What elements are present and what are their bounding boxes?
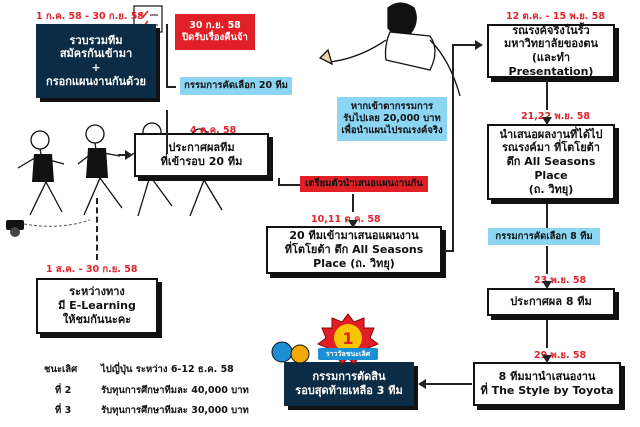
connector-line bbox=[166, 86, 176, 88]
prize-rank-2: ที่ 2 bbox=[55, 385, 72, 396]
tag-prepare: เตรียมตัวนำเสนอแผนงานกัน bbox=[300, 176, 428, 192]
badge-number: 1 bbox=[342, 329, 353, 348]
arrow-down bbox=[348, 220, 358, 228]
arrow-down bbox=[542, 117, 552, 125]
step-register: รวบรวมทีม สมัครกันเข้ามา + กรอกแผนงานกัน… bbox=[36, 24, 156, 98]
date-elearning: 1 ส.ค. - 30 ก.ย. 58 bbox=[46, 264, 138, 275]
connector-line bbox=[452, 44, 476, 46]
connector-line bbox=[166, 110, 168, 154]
prize-rank-1: ชนะเลิศ bbox=[44, 364, 78, 375]
connector-line bbox=[352, 194, 354, 212]
step-final-judging: กรรมการตัดสิน รอบสุดท้ายเหลือ 3 ทีม bbox=[284, 362, 414, 406]
step-present-results: นำเสนอผลงานที่ได้ไป รณรงค์มา ที่โตโยต้า … bbox=[487, 124, 615, 200]
date-announce-8: 23 พ.ย. 58 bbox=[534, 275, 587, 286]
connector-line bbox=[166, 24, 168, 86]
presenter-woman-illustration bbox=[318, 2, 461, 97]
connector-line bbox=[444, 250, 454, 252]
mascot-icon bbox=[271, 341, 310, 364]
dashed-connector bbox=[96, 198, 98, 260]
connector-line bbox=[546, 320, 548, 348]
step-present-20: 20 ทีมเข้ามาเสนอแผนงาน ที่โตโยต้า ตึก Al… bbox=[266, 226, 442, 274]
prize-detail-2: รับทุนการศึกษาทีมละ 40,000 บาท bbox=[101, 385, 249, 396]
tag-select-8: กรรมการคัดเลือก 8 ทีม bbox=[488, 228, 600, 245]
tag-select-20: กรรมการคัดเลือก 20 ทีม bbox=[180, 77, 292, 95]
prize-detail-1: ไปญี่ปุ่น ระหว่าง 6-12 ธ.ค. 58 bbox=[101, 364, 234, 375]
date-final: 29 พ.ย. 58 bbox=[534, 350, 587, 361]
date-campaign: 12 ต.ค. - 15 พ.ย. 58 bbox=[506, 11, 605, 22]
connector-line bbox=[424, 383, 472, 385]
prize-rank-3: ที่ 3 bbox=[55, 405, 72, 416]
arrow-down bbox=[542, 355, 552, 363]
date-registration: 1 ก.ค. 58 - 30 ก.ย. 58 bbox=[36, 11, 144, 22]
step-final-present: 8 ทีมมานำเสนองาน ที่ The Style by Toyota bbox=[473, 362, 621, 406]
tag-funding: หากเข้าตากรรมการ รับไปเลย 20,000 บาท เพื… bbox=[337, 97, 447, 141]
connector-line bbox=[278, 184, 300, 186]
date-present-20: 10,11 ต.ค. 58 bbox=[311, 214, 381, 225]
step-announce-8: ประกาศผล 8 ทีม bbox=[487, 288, 615, 316]
badge-label: ราววัลชนะเลิศ bbox=[318, 348, 378, 360]
date-announce-20: 4 ต.ค. 58 bbox=[190, 125, 237, 136]
tag-deadline: 30 ก.ย. 58 ปิดรับเรื่องคืนจ้า bbox=[175, 14, 255, 50]
arrow-right bbox=[475, 40, 483, 50]
arrow-right bbox=[125, 150, 133, 160]
connector-line bbox=[118, 154, 126, 156]
connector-line bbox=[278, 178, 280, 186]
arrow-left bbox=[418, 379, 426, 389]
connector-line bbox=[546, 80, 548, 110]
date-present-results: 21,22 พ.ย. 58 bbox=[521, 111, 590, 122]
prize-detail-3: รับทุนการศึกษาทีมละ 30,000 บาท bbox=[101, 405, 249, 416]
connector-line bbox=[546, 246, 548, 274]
step-announce-20: ประกาศผลทีม ที่เข้ารอบ 20 ทีม bbox=[134, 133, 269, 177]
arrow-down bbox=[542, 281, 552, 289]
connector-line bbox=[452, 44, 454, 250]
step-elearning: ระหว่างทาง มี E-Learning ให้ชมกันนะคะ bbox=[36, 278, 158, 334]
connector-line bbox=[546, 204, 548, 228]
step-campaign: รณรงค์จริงในรั้ว มหาวิทยาลัยของตน (และทำ… bbox=[487, 24, 615, 78]
